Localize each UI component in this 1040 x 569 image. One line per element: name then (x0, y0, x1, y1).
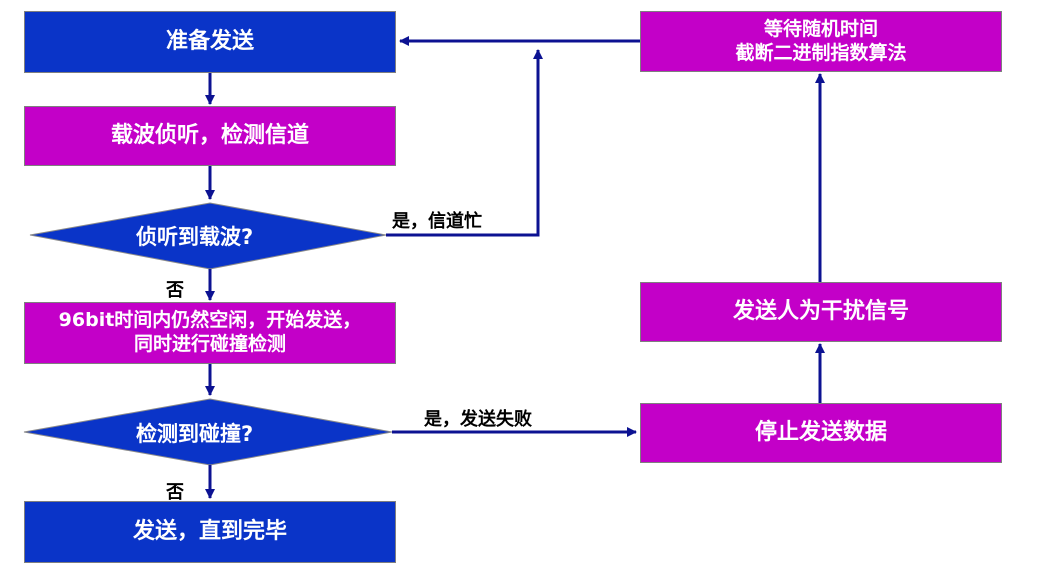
node-jam-signal: 发送人为干扰信号 (640, 282, 1002, 342)
node-idle-send-line1: 96bit时间内仍然空闲，开始发送， (58, 309, 362, 332)
decision-collision-label: 检测到碰撞? (136, 422, 254, 446)
edge-label-no-2: 否 (166, 482, 184, 503)
node-stop-sending: 停止发送数据 (640, 403, 1002, 463)
node-carrier-sense-label: 载波侦听，检测信道 (110, 123, 309, 149)
node-wait-random-line1: 等待随机时间 (763, 17, 878, 40)
node-jam-signal-label: 发送人为干扰信号 (732, 299, 909, 325)
node-idle-send-line2: 同时进行碰撞检测 (133, 333, 286, 355)
node-wait-random-line2: 截断二进制指数算法 (735, 41, 907, 64)
node-prepare-send: 准备发送 (24, 11, 396, 73)
node-prepare-send-label: 准备发送 (165, 29, 254, 55)
node-send-until-done: 发送，直到完毕 (24, 501, 396, 563)
edge-label-collision-yes: 是，发送失败 (424, 409, 532, 430)
node-idle-send: 96bit时间内仍然空闲，开始发送， 同时进行碰撞检测 (24, 302, 396, 364)
edge-label-no-1: 否 (166, 280, 184, 301)
node-send-until-done-label: 发送，直到完毕 (132, 519, 287, 545)
decision-carrier-label: 侦听到载波? (136, 225, 254, 249)
node-carrier-sense: 载波侦听，检测信道 (24, 106, 396, 166)
node-wait-random: 等待随机时间 截断二进制指数算法 (640, 11, 1002, 72)
node-stop-sending-label: 停止发送数据 (754, 420, 887, 446)
edge-label-busy-yes: 是，信道忙 (392, 211, 482, 232)
